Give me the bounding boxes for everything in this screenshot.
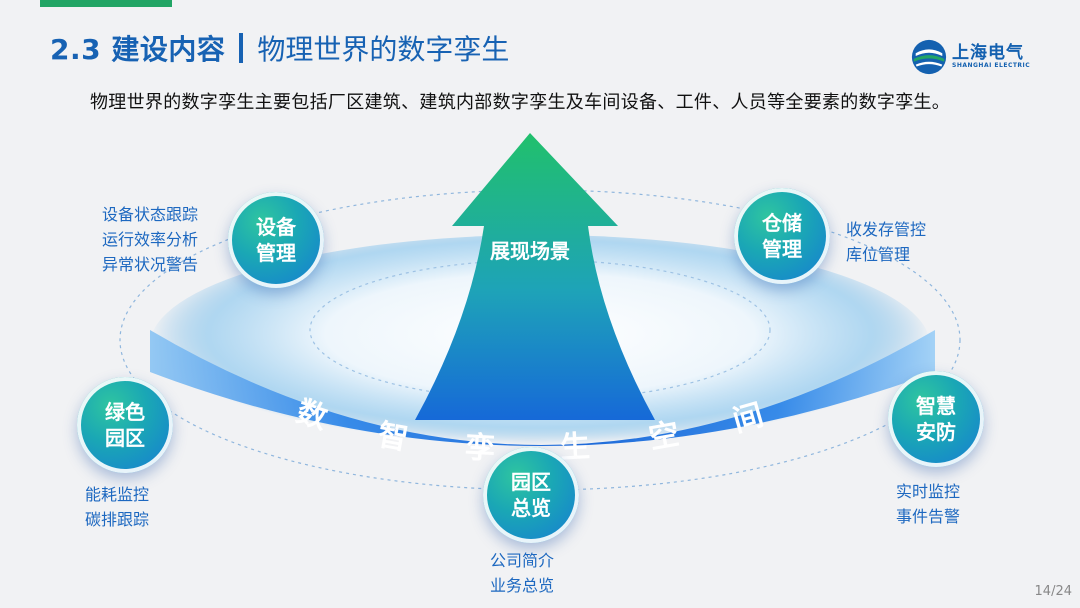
arc-char-5: 空	[646, 417, 682, 457]
outer-orbit	[119, 189, 961, 491]
warehouse-management-desc: 收发存管控 库位管理	[846, 220, 927, 264]
arc-char-2: 智	[375, 418, 411, 458]
digital-space-band	[150, 330, 935, 446]
page-number: 14/24	[1034, 584, 1072, 599]
green-park-node[interactable]: 绿色 园区	[77, 377, 173, 473]
park-overview-desc: 公司简介 业务总览	[490, 551, 555, 595]
page-title: 2.3 建设内容 物理世界的数字孪生	[50, 28, 509, 68]
equipment-management-desc: 设备状态跟踪 运行效率分析 异常状况警告	[102, 205, 199, 274]
logo-name-en: SHANGHAI ELECTRIC	[952, 62, 1031, 69]
shanghai-electric-logo-icon	[911, 39, 947, 75]
center-arrow	[415, 133, 655, 420]
green-park-label: 绿色 园区	[105, 400, 145, 450]
logo-name-cn: 上海电气	[952, 43, 1024, 63]
section-number: 2.3 建设内容	[50, 33, 226, 66]
smart-security-label: 智慧 安防	[916, 394, 956, 444]
arc-char-3: 孪	[464, 430, 496, 467]
top-accent-bar	[40, 0, 172, 7]
warehouse-management-label: 仓储 管理	[762, 211, 802, 261]
center-arrow-label: 展现场景	[490, 239, 570, 263]
green-park-desc: 能耗监控 碳排跟踪	[85, 485, 150, 529]
smart-security-desc: 实时监控 事件告警	[896, 482, 961, 526]
equipment-management-label: 设备 管理	[256, 215, 296, 265]
company-logo: 上海电气 SHANGHAI ELECTRIC	[910, 38, 1030, 76]
subtitle-text: 物理世界的数字孪生主要包括厂区建筑、建筑内部数字孪生及车间设备、工件、人员等全要…	[90, 92, 951, 113]
title-divider	[239, 33, 244, 63]
section-title: 物理世界的数字孪生	[257, 33, 510, 66]
park-overview-node[interactable]: 园区 总览	[483, 447, 579, 543]
smart-security-node[interactable]: 智慧 安防	[888, 371, 984, 467]
warehouse-management-node[interactable]: 仓储 管理	[734, 188, 830, 284]
park-overview-label: 园区 总览	[511, 470, 551, 520]
equipment-management-node[interactable]: 设备 管理	[228, 192, 324, 288]
